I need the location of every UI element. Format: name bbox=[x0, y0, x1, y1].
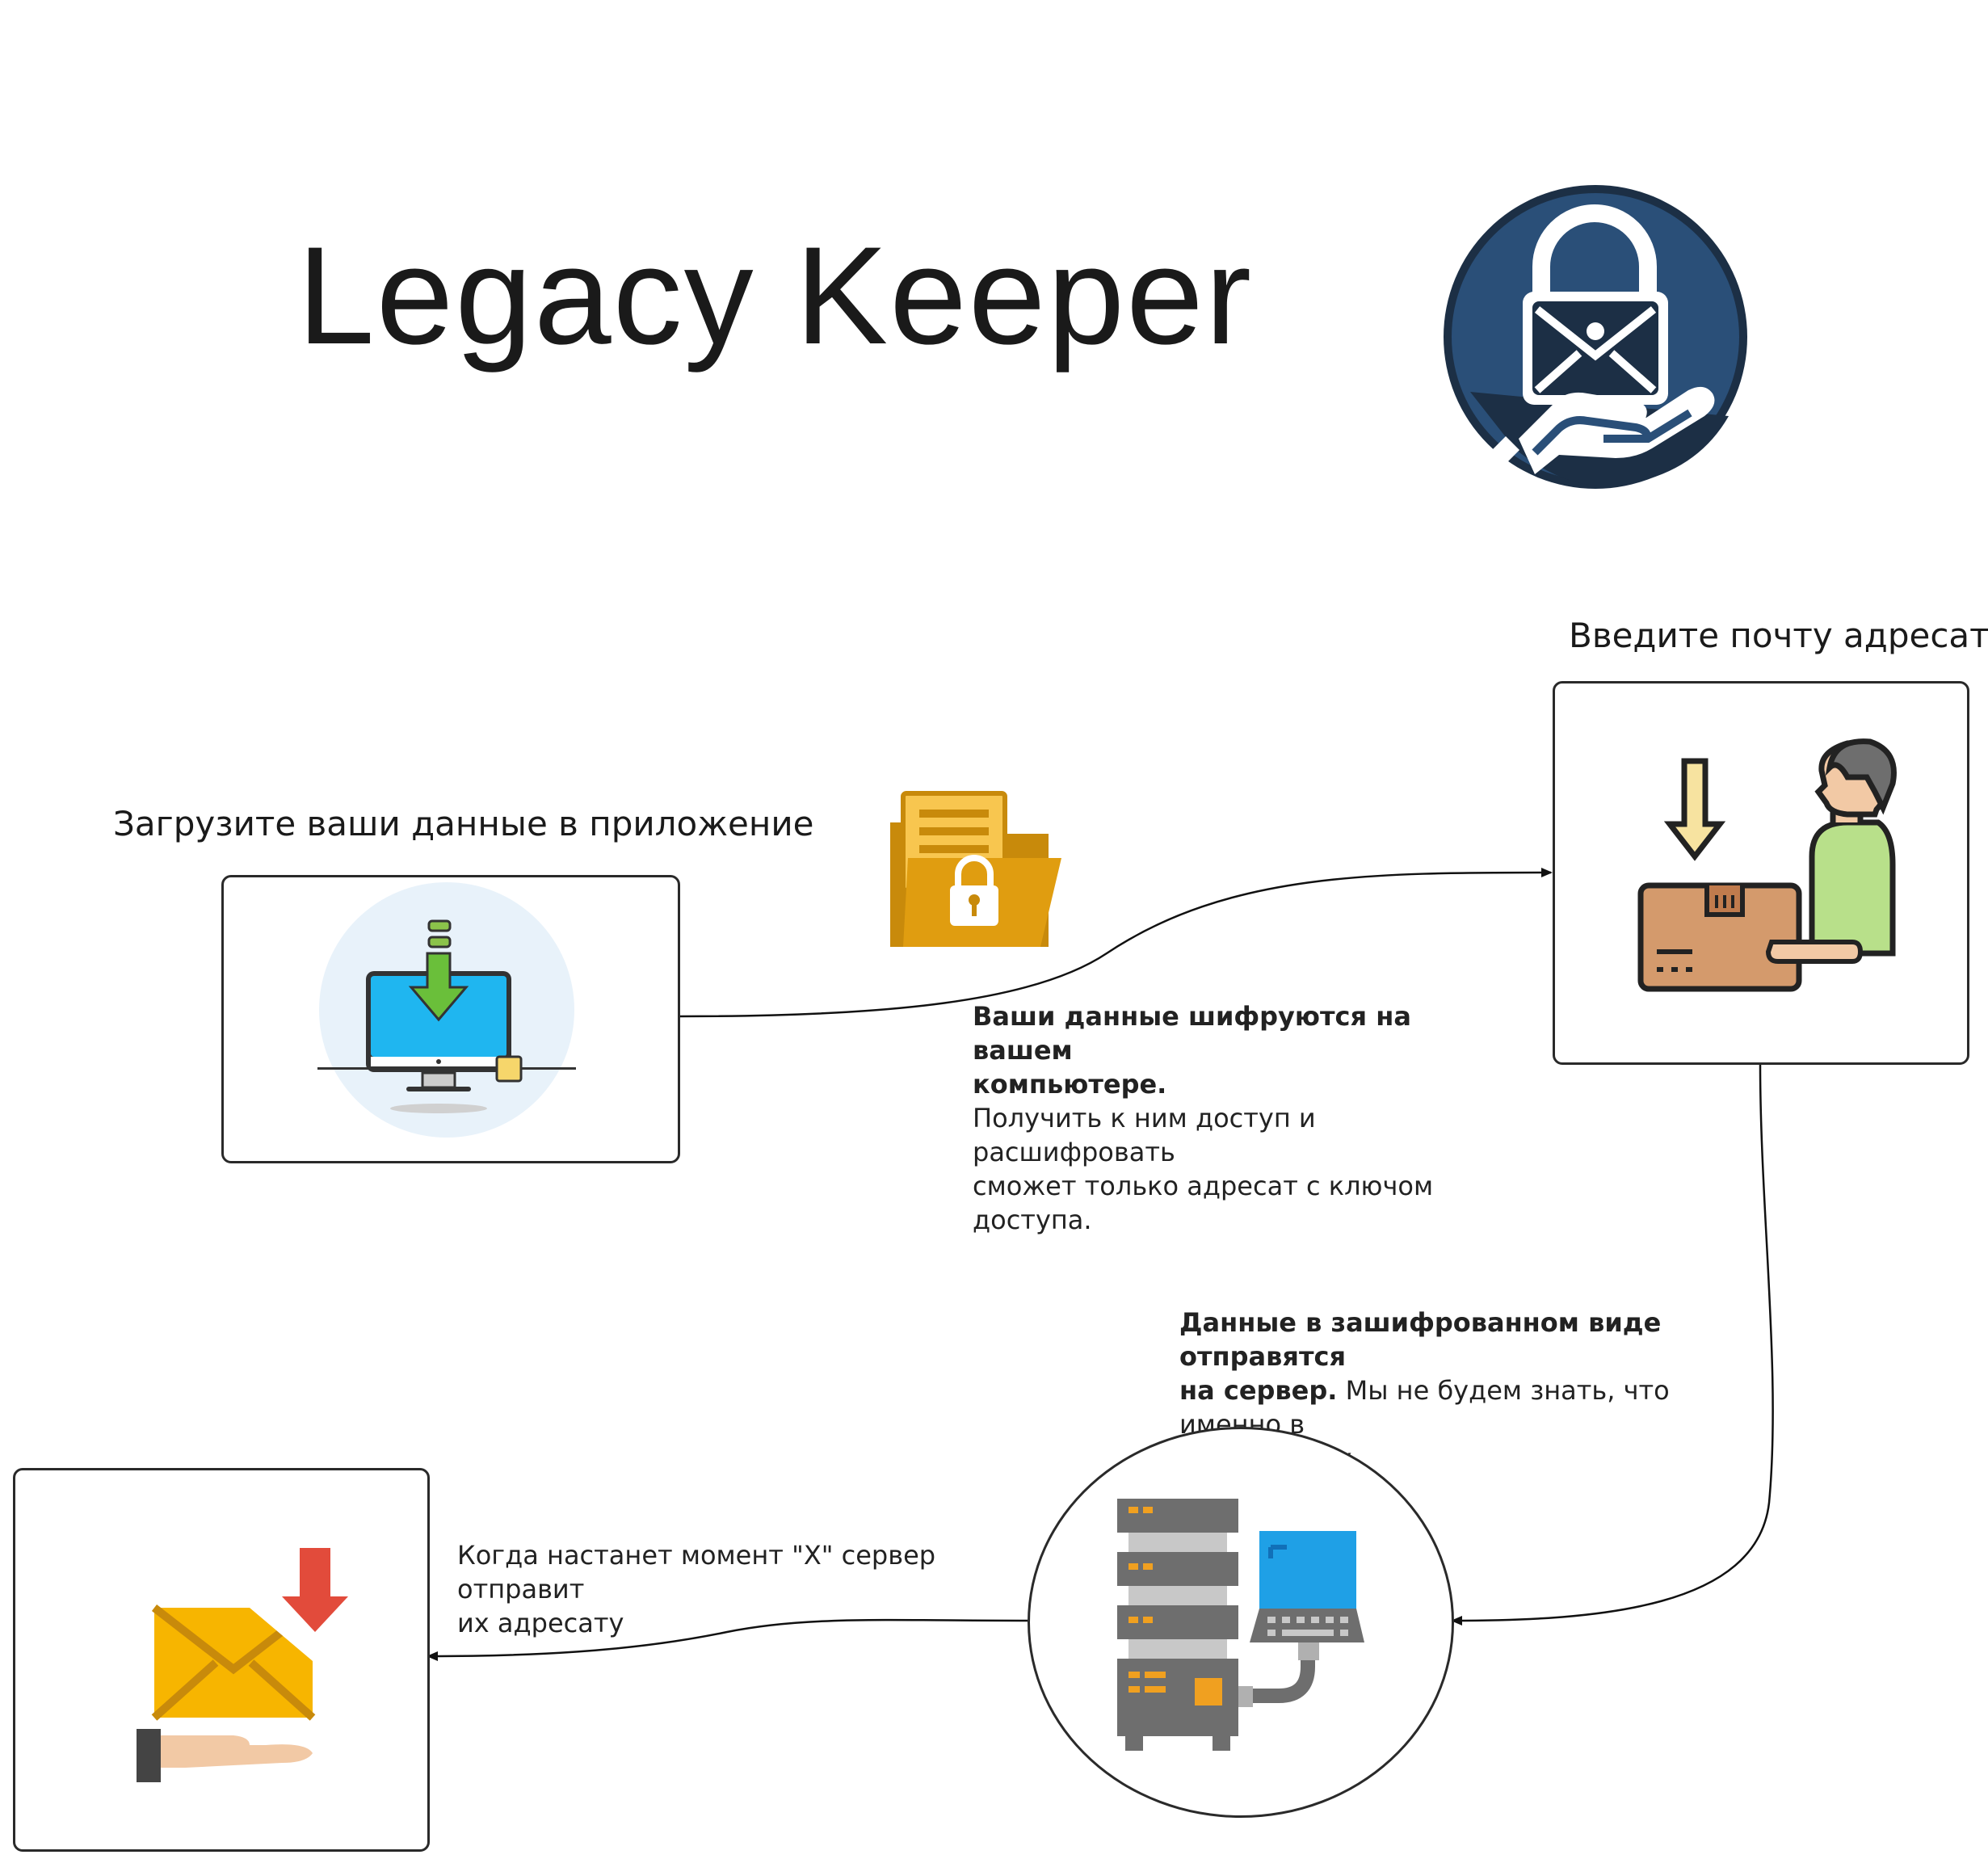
encrypt-text-bold-2: компьютере. bbox=[973, 1069, 1167, 1100]
locked-folder-icon bbox=[890, 791, 1061, 947]
app-title: Legacy Keeper bbox=[297, 218, 1254, 373]
recipient-heading: Введите почту адресата bbox=[1569, 616, 1988, 655]
envelope-hand-icon bbox=[137, 1548, 348, 1782]
server-text-bold-1: Данные в зашифрованном виде отправятся bbox=[1179, 1307, 1662, 1372]
deliver-description: Когда настанет момент "X" сервер отправи… bbox=[457, 1538, 1023, 1640]
upload-heading: Загрузите ваши данные в приложение bbox=[113, 804, 814, 843]
server-text-bold-2: на сервер. bbox=[1179, 1375, 1338, 1406]
deliver-text-2: их адресату bbox=[457, 1608, 624, 1638]
arrow-upload-to-recipient bbox=[679, 868, 1553, 1018]
lock-envelope-hand-icon bbox=[1444, 185, 1747, 489]
deliver-card bbox=[13, 1468, 430, 1852]
encrypt-text-1: Получить к ним доступ и расшифровать bbox=[973, 1103, 1316, 1167]
computer-download-icon bbox=[301, 882, 592, 1138]
deliver-text-1: Когда настанет момент "X" сервер отправи… bbox=[457, 1540, 936, 1605]
arrow-server-to-deliver bbox=[427, 1618, 1028, 1661]
upload-card bbox=[221, 875, 680, 1163]
recipient-card bbox=[1553, 681, 1969, 1065]
server-computer-icon bbox=[1117, 1499, 1364, 1751]
encrypt-description: Ваши данные шифруются на вашем компьютер… bbox=[973, 999, 1490, 1237]
server-node bbox=[1028, 1427, 1454, 1818]
arrow-recipient-to-server bbox=[1451, 1064, 1774, 1626]
encrypt-text-bold-1: Ваши данные шифруются на вашем bbox=[973, 1001, 1411, 1066]
person-package-icon bbox=[1637, 738, 1897, 992]
encrypt-text-2: сможет только адресат с ключом доступа. bbox=[973, 1171, 1434, 1235]
